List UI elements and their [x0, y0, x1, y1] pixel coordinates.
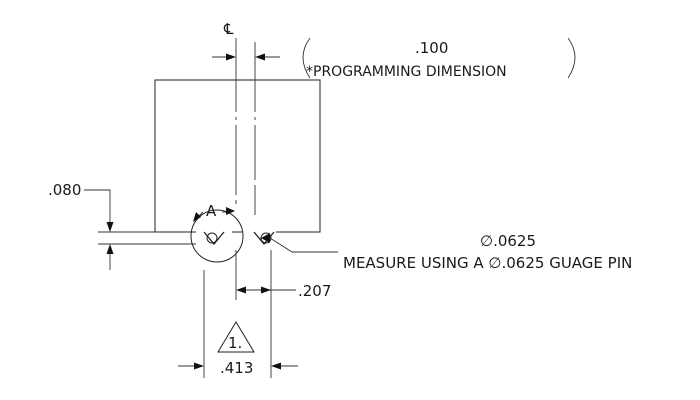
left-gauge-pin: [206, 232, 218, 244]
centerline-symbol: ℄: [223, 20, 234, 38]
diameter-callout: ∅.0625: [480, 232, 536, 250]
top-dim-paren-left: [302, 37, 311, 79]
measure-note: MEASURE USING A ∅.0625 GUAGE PIN: [343, 254, 632, 272]
detail-circle: [190, 209, 244, 263]
top-dim-left-arrow: [226, 53, 236, 61]
bottom-dim-left-arrow: [194, 362, 204, 370]
triangle-flag-label: 1.: [228, 334, 242, 352]
detail-label-arrowhead-right: [226, 207, 235, 215]
left-dim-bottom-arrow: [106, 244, 114, 254]
mid-dim-right-arrow: [261, 286, 271, 294]
bottom-dim-right-arrow: [271, 362, 281, 370]
right-dimension-value: .207: [298, 282, 331, 300]
detail-label: A: [206, 202, 217, 220]
top-dim-right-arrow: [255, 53, 265, 61]
top-dim-paren-right: [567, 37, 576, 79]
left-dimension-value: .080: [48, 181, 81, 199]
top-dimension-note: *PROGRAMMING DIMENSION: [306, 64, 507, 80]
left-dim-leader: [84, 189, 111, 226]
bottom-dimension-value: .413: [220, 359, 253, 377]
triangle-flag: [217, 321, 255, 353]
part-outline: [154, 79, 321, 233]
pin-leader-arrowhead: [261, 233, 270, 243]
detail-label-arrowhead-left: [193, 212, 201, 222]
left-dim-top-arrow: [106, 222, 114, 232]
mid-dim-left-arrow: [236, 286, 246, 294]
pin-callout-leader: [269, 237, 338, 253]
top-dimension-value: .100: [415, 39, 448, 57]
